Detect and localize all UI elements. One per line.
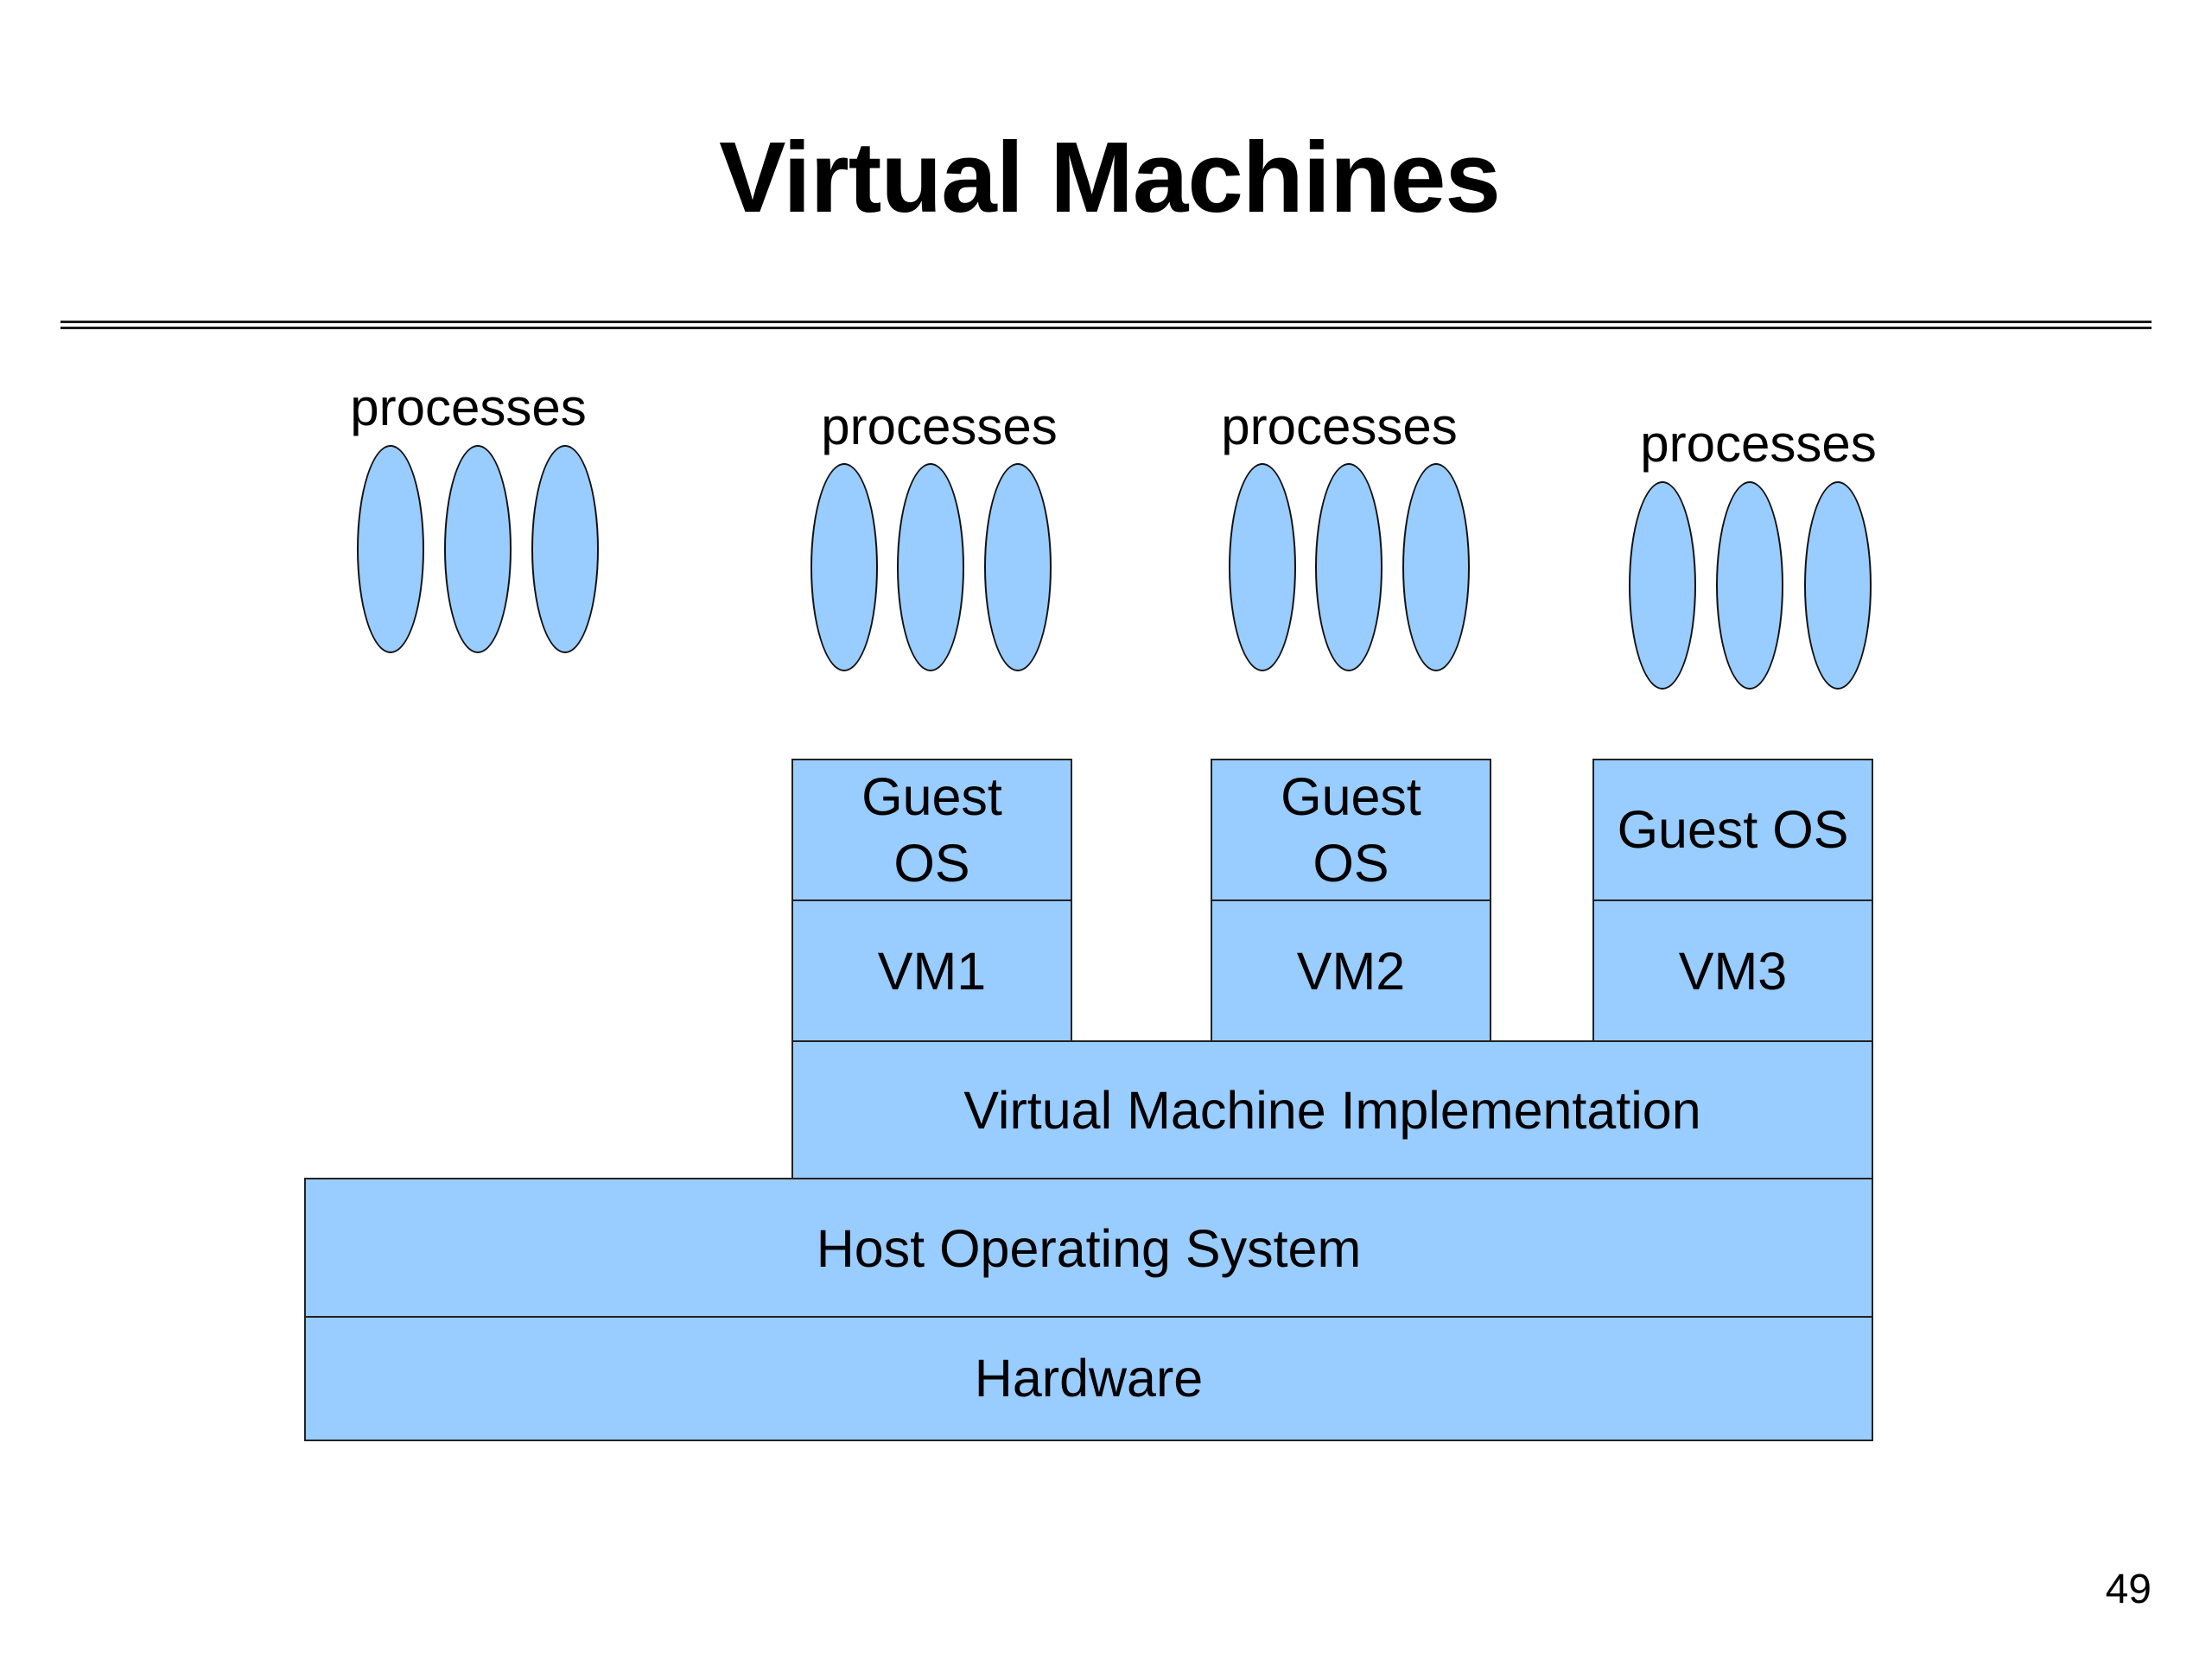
process-ellipse: [1315, 463, 1382, 671]
hardware-box: Hardware: [304, 1316, 1873, 1441]
processes-label: processes: [1640, 415, 1877, 473]
process-ellipse: [531, 445, 599, 653]
process-ellipse: [444, 445, 512, 653]
process-ellipse: [1402, 463, 1470, 671]
guest-os-box-vm2: Guest OS: [1211, 759, 1491, 901]
process-ellipse: [1629, 481, 1696, 690]
host-os-box: Host Operating System: [304, 1178, 1873, 1319]
slide-title: Virtual Machines: [0, 121, 2212, 233]
guest-os-box-vm3: Guest OS: [1592, 759, 1873, 901]
vm-implementation-label: Virtual Machine Implementation: [963, 1080, 1701, 1140]
vm-implementation-box: Virtual Machine Implementation: [791, 1040, 1873, 1180]
slide-title-text: Virtual Machines: [719, 121, 1501, 233]
vm-label: VM2: [1296, 941, 1406, 1001]
hardware-label: Hardware: [974, 1349, 1204, 1408]
process-ellipse: [1804, 481, 1872, 690]
vm1-box: VM1: [791, 899, 1072, 1043]
process-ellipse: [810, 463, 878, 671]
processes-label: processes: [350, 378, 587, 436]
page-number: 49: [2105, 1567, 2152, 1612]
guest-os-label: Guest OS: [1281, 766, 1421, 893]
vm2-box: VM2: [1211, 899, 1491, 1043]
host-os-label: Host Operating System: [816, 1218, 1362, 1278]
process-ellipse: [897, 463, 964, 671]
guest-os-box-vm1: Guest OS: [791, 759, 1072, 901]
vm-label: VM3: [1678, 941, 1788, 1001]
processes-label: processes: [821, 397, 1058, 455]
guest-os-label: Guest OS: [861, 766, 1002, 893]
vm3-box: VM3: [1592, 899, 1873, 1043]
vm-label: VM1: [877, 941, 987, 1001]
process-ellipse: [984, 463, 1052, 671]
guest-os-label: Guest OS: [1617, 800, 1849, 859]
process-ellipse: [357, 445, 424, 653]
processes-label: processes: [1221, 397, 1458, 455]
process-ellipse: [1229, 463, 1296, 671]
process-ellipse: [1716, 481, 1783, 690]
title-divider-top: [60, 321, 2152, 323]
title-divider-bottom: [60, 327, 2152, 329]
